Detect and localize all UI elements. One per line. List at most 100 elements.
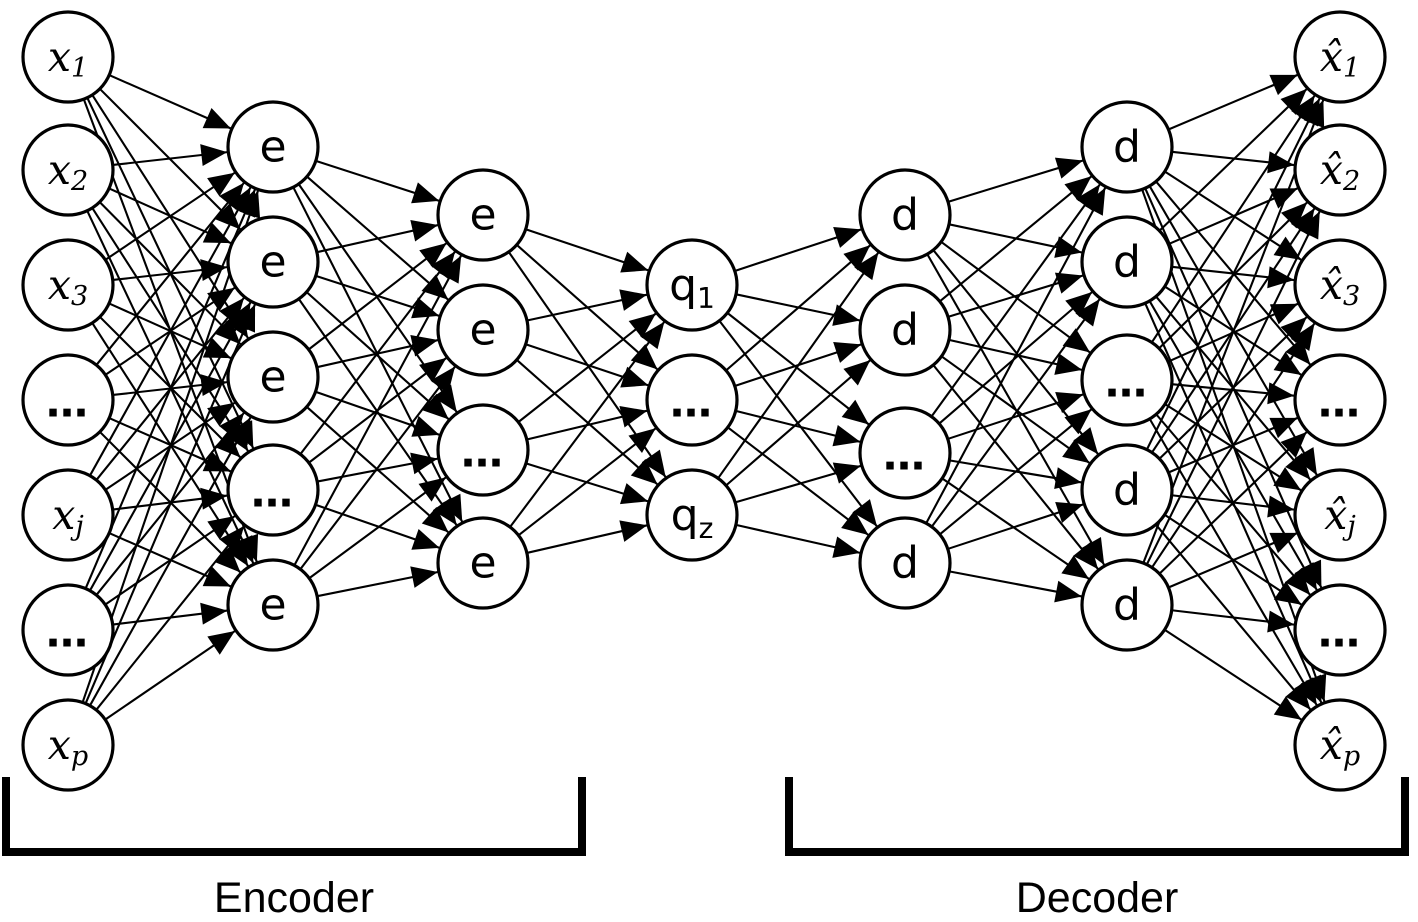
arrowhead-icon <box>1273 581 1302 605</box>
arrowhead-icon <box>1083 187 1106 216</box>
arrowhead-icon <box>418 477 446 502</box>
connection-edge <box>1158 431 1308 575</box>
connection-edge <box>939 175 1093 303</box>
node-circle <box>858 283 952 377</box>
node-circle <box>1293 353 1387 447</box>
node-label-ellipsis: … <box>883 431 927 480</box>
arrowhead-icon <box>411 415 440 437</box>
arrowhead-icon <box>832 462 861 484</box>
node-enc1-3: … <box>226 443 320 537</box>
arrowhead-icon <box>619 406 648 428</box>
node-label-unit: d <box>1113 465 1141 516</box>
node-label-unit: e <box>469 190 496 241</box>
arrowhead-icon <box>1073 542 1099 570</box>
arrowhead-icon <box>1273 696 1302 720</box>
arrowhead-icon <box>1294 562 1317 591</box>
node-circle <box>21 10 115 104</box>
connection-edge <box>941 477 1090 580</box>
arrowhead-icon <box>1267 610 1295 633</box>
arrowhead-icon <box>1062 328 1091 353</box>
arrowhead-icon <box>628 313 656 339</box>
arrowhead-icon <box>1062 438 1090 464</box>
arrowhead-icon <box>1055 502 1084 523</box>
arrowhead-icon <box>1273 467 1302 491</box>
node-bottleneck-2: qz <box>645 468 739 562</box>
node-enc1-2: e <box>226 330 320 424</box>
arrowhead-icon <box>841 510 869 536</box>
arrowhead-icon <box>1061 555 1090 580</box>
node-enc2-2: … <box>436 403 530 497</box>
node-circle <box>21 468 115 562</box>
arrowhead-icon <box>833 227 862 248</box>
arrowhead-icon <box>619 483 649 505</box>
arrowhead-icon <box>410 334 439 357</box>
arrowhead-icon <box>419 357 447 383</box>
node-label-math: x3 <box>48 261 88 312</box>
arrowhead-icon <box>1269 303 1298 325</box>
arrowhead-icon <box>214 431 241 458</box>
arrowhead-icon <box>620 366 649 388</box>
node-output-4: x̂j <box>1293 468 1387 562</box>
arrowhead-icon <box>630 459 658 485</box>
arrowhead-icon <box>854 252 879 281</box>
arrowhead-icon <box>843 245 871 271</box>
node-circle <box>1293 583 1387 677</box>
arrowhead-icon <box>411 297 440 319</box>
arrowhead-icon <box>1054 272 1084 294</box>
node-output-5: … <box>1293 583 1387 677</box>
arrowhead-icon <box>1073 427 1099 455</box>
arrowhead-icon <box>1267 382 1295 405</box>
node-label-unit: d <box>891 538 919 589</box>
node-input-0: x1 <box>21 10 115 104</box>
arrowhead-icon <box>1273 351 1302 375</box>
node-dec2-4: d <box>1080 558 1174 652</box>
arrowhead-icon <box>1280 88 1307 115</box>
arrowhead-icon <box>1284 568 1311 595</box>
arrowheads-group <box>200 74 1327 720</box>
connection-edge <box>517 312 657 423</box>
node-label-unit: d <box>891 305 919 356</box>
node-label-unit: d <box>1113 580 1141 631</box>
connection-edge <box>104 630 236 721</box>
connection-edge <box>95 525 245 711</box>
node-circle <box>226 330 320 424</box>
node-circle <box>436 283 530 377</box>
arrowhead-icon <box>628 428 656 453</box>
node-circle <box>645 468 739 562</box>
connection-edge <box>305 291 450 421</box>
arrowhead-icon <box>1269 74 1298 96</box>
arrowhead-icon <box>1269 417 1298 439</box>
arrowhead-icon <box>1054 236 1082 258</box>
arrowhead-icon <box>214 546 241 573</box>
connection-edge <box>1145 97 1321 451</box>
node-dec1-3: d <box>858 516 952 610</box>
node-circle <box>1293 238 1387 332</box>
node-label-ellipsis: … <box>1105 358 1149 407</box>
connection-edge <box>727 426 870 536</box>
connection-edge <box>726 312 870 426</box>
arrowhead-icon <box>1065 292 1093 318</box>
arrowhead-icon <box>207 287 235 312</box>
arrowhead-icon <box>832 536 861 558</box>
node-circle <box>226 558 320 652</box>
arrowhead-icon <box>852 499 878 527</box>
arrowhead-icon <box>1054 467 1082 490</box>
node-circle <box>1080 443 1174 537</box>
connection-edge <box>293 255 463 566</box>
arrowhead-icon <box>1064 176 1092 202</box>
arrowhead-icon <box>214 203 241 230</box>
arrowhead-icon <box>619 520 648 542</box>
arrowhead-icon <box>1081 536 1105 566</box>
node-circle <box>436 516 530 610</box>
connection-edge <box>1158 88 1308 232</box>
node-input-4: xj <box>21 468 115 562</box>
arrowhead-icon <box>1054 580 1082 603</box>
node-circle <box>21 238 115 332</box>
node-label-math: x̂p <box>1320 721 1360 772</box>
connection-edge <box>299 365 456 570</box>
node-circle <box>226 443 320 537</box>
arrowhead-icon <box>239 190 261 219</box>
node-circle <box>1293 10 1387 104</box>
node-label-ellipsis: … <box>461 428 505 477</box>
node-circle <box>645 238 739 332</box>
